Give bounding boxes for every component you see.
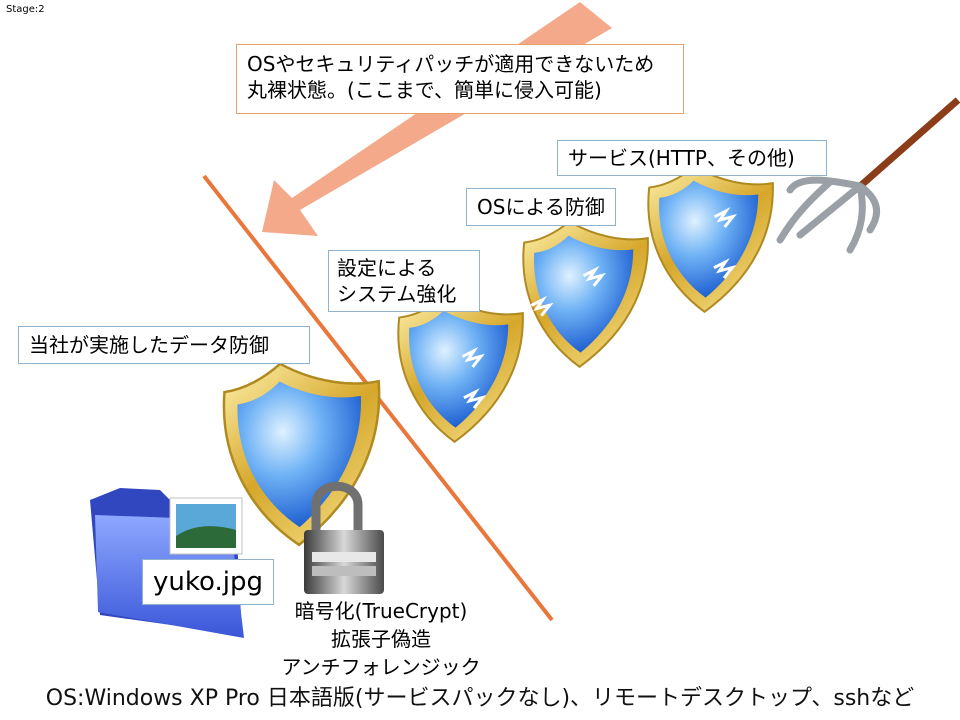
measure-item: 拡張子偽造: [331, 627, 431, 651]
defense-measures: 暗号化(TrueCrypt) 拡張子偽造 アンチフォレンジック: [270, 597, 492, 681]
arrow-note-line1: OSやセキュリティパッチが適用できないため: [247, 52, 655, 76]
arrow-note-line2: 丸裸状態。(ここまで、簡単に侵入可能): [247, 78, 602, 102]
trident-icon: [776, 97, 960, 254]
stage-label: Stage:2: [6, 4, 45, 15]
shield-icon: [625, 157, 779, 323]
measure-item: アンチフォレンジック: [281, 655, 481, 679]
padlock-icon: [304, 481, 384, 594]
shield-icon: [500, 212, 654, 378]
photo-icon: [169, 497, 243, 555]
measure-item: 暗号化(TrueCrypt): [294, 599, 468, 623]
label-settings: 設定による システム強化: [328, 250, 480, 312]
footer-os-info: OS:Windows XP Pro 日本語版(サービスパックなし)、リモートデス…: [45, 686, 915, 711]
label-settings-line2: システム強化: [337, 282, 457, 306]
label-os-defense: OSによる防御: [466, 188, 616, 226]
label-settings-line1: 設定による: [337, 256, 437, 280]
arrow-note: OSやセキュリティパッチが適用できないため 丸裸状態。(ここまで、簡単に侵入可能…: [236, 44, 684, 114]
label-data-defense: 当社が実施したデータ防御: [18, 326, 310, 364]
file-name-label: yuko.jpg: [142, 559, 274, 605]
label-service: サービス(HTTP、その他): [557, 140, 827, 176]
